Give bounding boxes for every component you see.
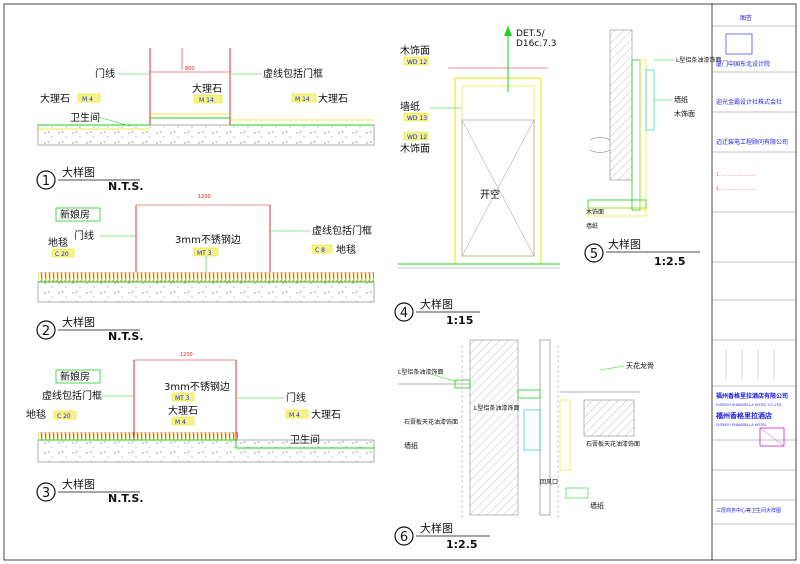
- title-block: 图签 厦门中国东北设计院 迎光金霸设计社株式会社 迈迁装电工程顾问有限公司 1.…: [712, 14, 796, 525]
- detail-scale: 1:2.5: [446, 538, 478, 551]
- detail-3: 1200 新娘房 虚线包括门框 3mm不锈钢边 MT 3 大理石 M 4 门线 …: [26, 352, 375, 505]
- label-marble-center: 大理石: [192, 82, 222, 95]
- detail-number: 5: [590, 247, 598, 262]
- label-wallpaper: 墙纸: [400, 100, 420, 113]
- detail-number: 6: [400, 530, 408, 545]
- client-name-en: FUZHOU SHANGRI-LA HOTEL CO.,LTD: [716, 403, 782, 407]
- label-marble-right: 大理石: [318, 92, 348, 105]
- detail-4: DET.5/ D16c.7.3 木饰面 WD 12 墙纸 WD 13 WD 12…: [394, 26, 560, 327]
- label-carpet-right: 地毯: [336, 243, 356, 256]
- label-door-line: 门线: [74, 229, 94, 242]
- label-ceiling-keel: 天花龙骨: [626, 361, 654, 370]
- detail-title: 大样图: [62, 477, 95, 491]
- label-marble-left: 大理石: [40, 92, 70, 105]
- label-wallpaper-bottom: 墙纸: [586, 222, 598, 230]
- tag-carpet: C 20: [57, 413, 71, 420]
- detail-5: L型铝条油漆饰面 墙纸 木饰面 木饰面 墙纸 5 大样图 1:2.5: [584, 29, 721, 268]
- company-2: 迎光金霸设计社株式会社: [716, 98, 782, 106]
- note-text: 1. ............................: [716, 172, 757, 177]
- label-new-room: 新娘房: [60, 208, 90, 221]
- label-virtual-frame: 虚线包括门框: [263, 67, 323, 80]
- label-opening: 开空: [480, 188, 500, 201]
- label-marble-right: 大理石: [311, 408, 341, 421]
- company-3: 迈迁装电工程顾问有限公司: [716, 138, 788, 146]
- ref-detail: DET.5/: [516, 29, 546, 39]
- label-wood: 木饰面: [674, 109, 695, 118]
- project-name-en: FUZHOU SHANGRI-LA HOTEL: [716, 423, 767, 427]
- label-wallpaper: 墙纸: [674, 95, 688, 104]
- label-bathroom: 卫生间: [70, 111, 100, 124]
- tag-carpet-right: C 8: [315, 247, 325, 254]
- label-virtual-frame: 虚线包括门框: [42, 389, 102, 402]
- detail-scale: 1:2.5: [654, 255, 686, 268]
- label-steel-edge: 3mm不锈钢边: [175, 233, 241, 246]
- detail-1: 800 门线 虚线包括门框 大理石 M 14 大理石 M 4 M 14 大理石 …: [36, 48, 375, 193]
- label-wood-top: 木饰面: [400, 44, 430, 57]
- detail-2: 1200 新娘房 门线 3mm不锈钢边 MT 3 虚线包括门框 地毯 C 20 …: [36, 194, 375, 343]
- detail-title: 大样图: [420, 297, 453, 311]
- label-l-moulding-left: L型铝条油漆饰面: [398, 368, 443, 376]
- detail-scale: 1:15: [446, 314, 473, 327]
- tag-marble-right: M 14: [295, 96, 310, 103]
- dimension-text: 1200: [180, 352, 193, 358]
- label-wallpaper-right: 墙纸: [590, 501, 604, 510]
- detail-title: 大样图: [62, 315, 95, 329]
- label-carpet-left: 地毯: [48, 236, 68, 249]
- title-block-header: 图签: [740, 14, 752, 22]
- tag-marble: M 4: [175, 419, 186, 426]
- tag-carpet-left: C 20: [55, 251, 69, 258]
- detail-scale: N.T.S.: [108, 492, 144, 505]
- note-text: 2. ............................: [716, 186, 757, 191]
- detail-number: 4: [400, 306, 408, 321]
- detail-title: 大样图: [608, 237, 641, 251]
- detail-title: 大样图: [420, 521, 453, 535]
- tag-steel-edge: MT 3: [197, 250, 212, 257]
- detail-scale: N.T.S.: [108, 330, 144, 343]
- label-wallpaper-left: 墙纸: [404, 441, 418, 450]
- label-gypsum-left: 石膏板天花油漆饰面: [404, 418, 458, 426]
- detail-number: 1: [42, 174, 50, 189]
- label-moulding: L型铝条油漆饰面: [676, 56, 721, 64]
- tag-marble-center: M 14: [199, 97, 214, 104]
- label-steel-edge: 3mm不锈钢边: [164, 380, 230, 393]
- label-return-air: 回风口: [540, 479, 558, 486]
- detail-scale: N.T.S.: [108, 180, 144, 193]
- tag-marble-right: M 4: [289, 412, 300, 419]
- ref-sheet: D16c.7.3: [516, 39, 557, 49]
- tag-marble-left: M 4: [82, 96, 93, 103]
- detail-6: L型铝条油漆饰面 石膏板天花油漆饰面 L型铝条油漆饰面 墙纸 天花龙骨 石膏板天…: [394, 339, 654, 551]
- label-door-line: 门线: [95, 67, 115, 80]
- tag-wood-top: WD 12: [407, 59, 427, 66]
- label-l-moulding-center: L型铝条油漆饰面: [474, 404, 519, 412]
- label-wood-bottom-left: 木饰面: [586, 208, 604, 216]
- label-gypsum-right: 石膏板天花油漆饰面: [586, 440, 640, 448]
- client-name: 福州香格里拉酒店有限公司: [715, 392, 788, 400]
- tag-steel-edge: MT 3: [175, 395, 190, 402]
- detail-number: 2: [42, 324, 50, 339]
- dimension-text: 1200: [198, 194, 211, 200]
- label-marble: 大理石: [168, 404, 198, 417]
- label-door-line: 门线: [286, 391, 306, 404]
- label-wood-bottom: 木饰面: [400, 142, 430, 155]
- label-carpet: 地毯: [26, 408, 46, 421]
- label-new-room: 新娘房: [60, 370, 90, 383]
- detail-number: 3: [42, 486, 50, 501]
- dimension-text: 800: [185, 66, 195, 72]
- label-bathroom: 卫生间: [290, 433, 320, 446]
- project-name: 福州香格里拉酒店: [715, 411, 772, 420]
- label-virtual-frame: 虚线包括门框: [312, 224, 372, 237]
- detail-title: 大样图: [62, 165, 95, 179]
- designer-name: 厦门中国东北设计院: [716, 60, 770, 68]
- drawing-title: 三层商务中心等卫生间大样图: [716, 507, 781, 514]
- tag-wallpaper: WD 13: [407, 115, 427, 122]
- tag-wood-bottom: WD 12: [407, 134, 427, 141]
